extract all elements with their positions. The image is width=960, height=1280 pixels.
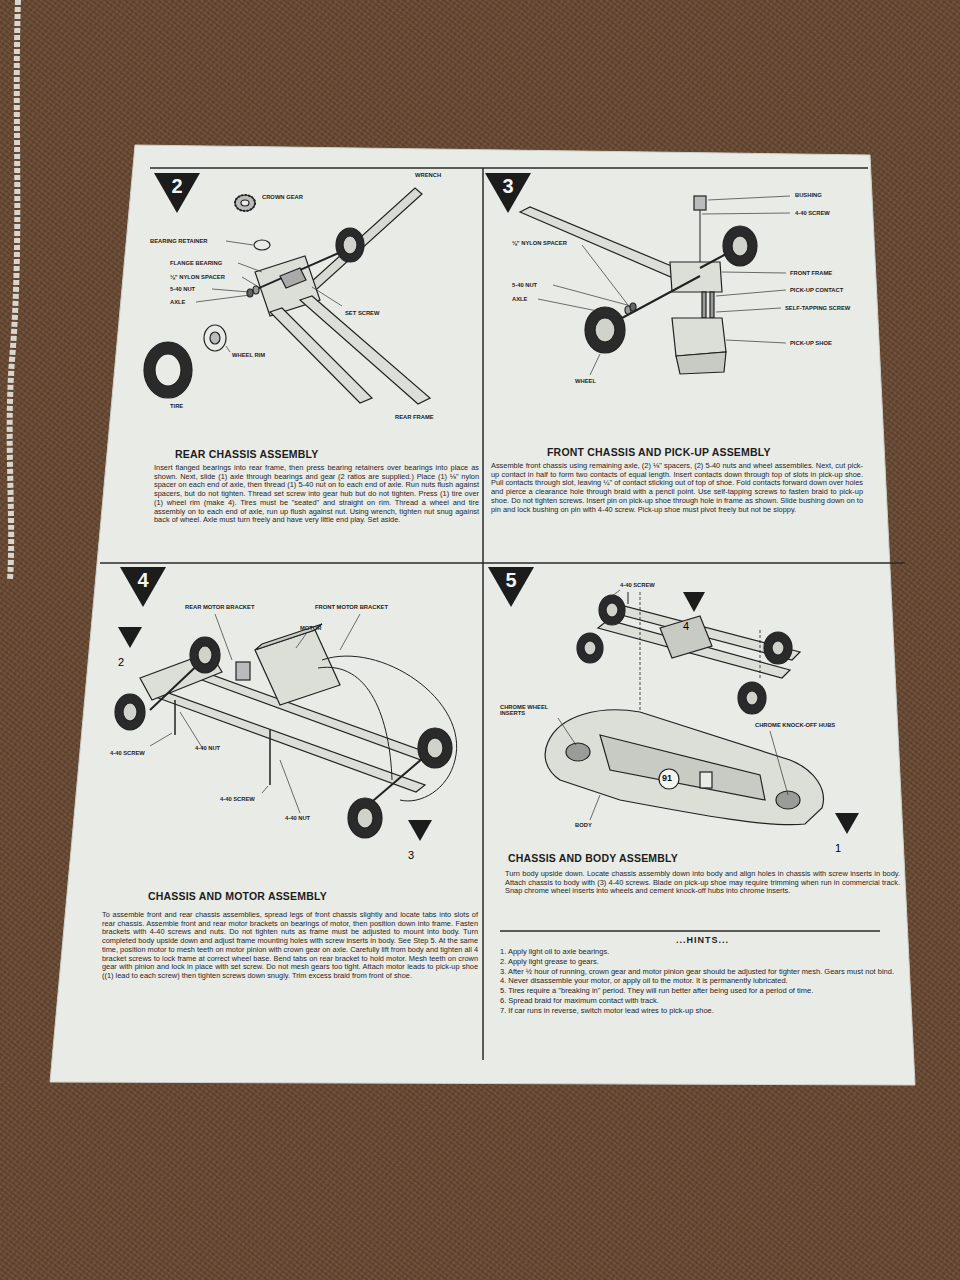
triangle-shape bbox=[683, 592, 705, 612]
part-label: CHROME KNOCK-OFF HUBS bbox=[755, 722, 835, 728]
leader-lines bbox=[538, 196, 790, 375]
part-label: PICK-UP SHOE bbox=[790, 340, 832, 346]
step-number-triangle: 5 bbox=[488, 567, 534, 607]
hints-box: ...HINTS... 1. Apply light oil to axle be… bbox=[500, 935, 905, 1057]
step-heading: REAR CHASSIS ASSEMBLY bbox=[175, 448, 318, 460]
part-label: WHEEL RIM bbox=[232, 352, 265, 358]
cord bbox=[10, 0, 18, 580]
triangle-shape bbox=[835, 813, 859, 834]
panel-dividers bbox=[100, 168, 905, 1060]
part-label: FRONT FRAME bbox=[790, 270, 832, 276]
step-number: 2 bbox=[154, 175, 200, 198]
hint-item: 3. After ½ hour of running, crown gear a… bbox=[500, 967, 905, 977]
step-instructions: Assemble front chassis using remaining a… bbox=[491, 462, 863, 514]
part-label: SELF-TAPPING SCREW bbox=[785, 305, 850, 311]
part-label: WRENCH bbox=[415, 172, 441, 178]
step-panel: CHASSIS AND BODY ASSEMBLY Turn body upsid… bbox=[485, 565, 910, 1060]
step-instructions: Insert flanged bearings into rear frame,… bbox=[154, 464, 479, 525]
leader-lines bbox=[558, 590, 788, 820]
part-label: ⅛" NYLON SPACER bbox=[512, 240, 567, 246]
step-number-triangle: 2 bbox=[154, 173, 200, 213]
part-label: SET SCREW bbox=[345, 310, 379, 316]
step-reference-triangle: 1 bbox=[835, 813, 859, 834]
hint-item: 5. Tires require a "breaking in" period.… bbox=[500, 986, 905, 996]
part-label: TIRE bbox=[170, 403, 183, 409]
step-reference-triangle: 4 bbox=[683, 592, 705, 612]
part-label: BUSHING bbox=[795, 192, 822, 198]
part-label: 5-40 NUT bbox=[170, 286, 195, 292]
race-number: 91 bbox=[662, 774, 672, 784]
part-label: REAR MOTOR BRACKET bbox=[185, 604, 254, 610]
step-number: 3 bbox=[485, 175, 531, 198]
step-number: 4 bbox=[120, 569, 166, 592]
part-label: FRONT MOTOR BRACKET bbox=[315, 604, 388, 610]
rear-chassis-drawing bbox=[144, 188, 430, 404]
step-reference-triangle: 2 bbox=[118, 627, 142, 648]
part-label: BEARING RETAINER bbox=[150, 238, 208, 244]
step-instructions: Turn body upside down. Locate chassis as… bbox=[505, 870, 900, 896]
step-panel: FRONT CHASSIS AND PICK-UP ASSEMBLY Assemb… bbox=[485, 170, 870, 562]
part-label: AXLE bbox=[170, 299, 185, 305]
part-label: WHEEL bbox=[575, 378, 596, 384]
part-label: AXLE bbox=[512, 296, 527, 302]
part-label: MOTOR bbox=[300, 625, 321, 631]
step-number: 5 bbox=[488, 569, 534, 592]
hint-item: 6. Spread braid for maximum contact with… bbox=[500, 996, 905, 1006]
step-number: 4 bbox=[683, 620, 689, 632]
triangle-shape bbox=[408, 820, 432, 841]
chassis-motor-drawing bbox=[115, 624, 457, 838]
part-label: PICK-UP CONTACT bbox=[790, 287, 843, 293]
chassis-body-drawing bbox=[545, 592, 823, 825]
step-panel: CHASSIS AND MOTOR ASSEMBLY To assemble fr… bbox=[98, 565, 482, 1060]
hints-heading: ...HINTS... bbox=[500, 935, 905, 945]
step-reference-triangle: 3 bbox=[408, 820, 432, 841]
triangle-shape bbox=[118, 627, 142, 648]
step-number-triangle: 3 bbox=[485, 173, 531, 213]
part-label: CHROME WHEEL INSERTS bbox=[500, 704, 555, 717]
front-chassis-drawing bbox=[520, 196, 757, 374]
step-number: 2 bbox=[118, 656, 124, 668]
part-label: REAR FRAME bbox=[395, 414, 434, 420]
paper-sheet bbox=[50, 145, 915, 1085]
step-panel: REAR CHASSIS ASSEMBLY Insert flanged bear… bbox=[150, 170, 482, 562]
hint-item: 1. Apply light oil to axle bearings. bbox=[500, 947, 905, 957]
part-label: 5-40 NUT bbox=[512, 282, 537, 288]
step-number: 3 bbox=[408, 849, 414, 861]
step-heading: CHASSIS AND MOTOR ASSEMBLY bbox=[148, 890, 327, 902]
part-label: 4-40 SCREW bbox=[795, 210, 830, 216]
leader-lines bbox=[150, 614, 360, 813]
part-label: BODY bbox=[575, 822, 592, 828]
hint-item: 4. Never disassemble your motor, or appl… bbox=[500, 976, 905, 986]
part-label: 4-40 SCREW bbox=[110, 750, 145, 756]
leader-lines bbox=[196, 241, 342, 352]
step-number-triangle: 4 bbox=[120, 567, 166, 607]
part-label: 4-40 SCREW bbox=[220, 796, 255, 802]
part-label: 4-40 NUT bbox=[195, 745, 220, 751]
hint-item: 7. If car runs in reverse, switch motor … bbox=[500, 1006, 905, 1016]
step-heading: CHASSIS AND BODY ASSEMBLY bbox=[508, 852, 678, 864]
step-instructions: To assemble front and rear chassis assem… bbox=[102, 911, 478, 981]
part-label: FLANGE BEARING bbox=[170, 260, 222, 266]
part-label: 4-40 SCREW bbox=[620, 582, 655, 588]
part-label: CROWN GEAR bbox=[262, 194, 303, 200]
step-number: 1 bbox=[835, 842, 841, 854]
step-heading: FRONT CHASSIS AND PICK-UP ASSEMBLY bbox=[547, 446, 771, 458]
part-label: 4-40 NUT bbox=[285, 815, 310, 821]
hint-item: 2. Apply light grease to gears. bbox=[500, 957, 905, 967]
part-label: ⅛" NYLON SPACER bbox=[170, 274, 225, 280]
